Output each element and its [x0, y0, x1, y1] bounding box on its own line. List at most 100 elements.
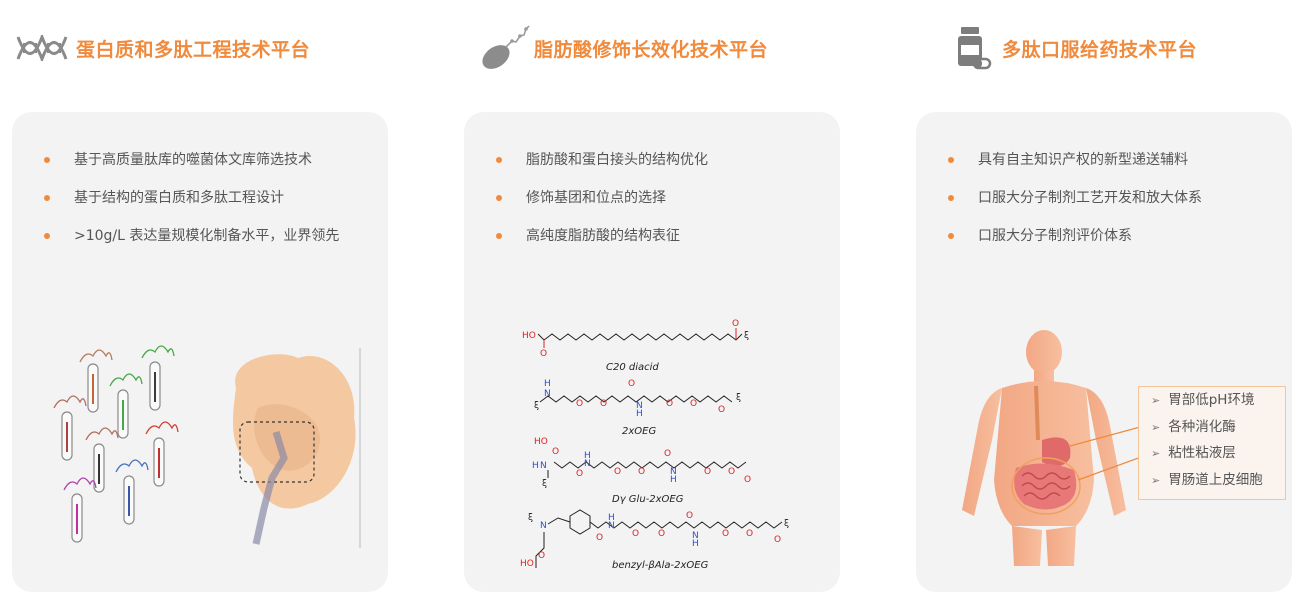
list-item: 口服大分子制剂评价体系	[948, 226, 1202, 264]
platform-2-title: 脂肪酸修饰长效化技术平台	[534, 38, 769, 61]
platform-1-card: 基于高质量肽库的噬菌体文库筛选技术 基于结构的蛋白质和多肽工程设计 >10g/L…	[12, 112, 388, 592]
svg-text:N: N	[544, 389, 551, 399]
svg-text:O: O	[552, 447, 559, 457]
svg-text:O: O	[614, 467, 621, 477]
svg-text:O: O	[718, 405, 725, 415]
svg-text:O: O	[576, 469, 583, 479]
svg-text:H: H	[532, 461, 539, 471]
svg-text:O: O	[576, 399, 583, 409]
svg-text:H: H	[584, 451, 591, 461]
pill-bottle-icon	[958, 27, 992, 70]
svg-text:H: H	[670, 475, 677, 485]
bullet-dot-icon	[948, 233, 954, 239]
svg-text:O: O	[540, 349, 547, 359]
platform-1-header: 蛋白质和多肽工程技术平台	[16, 26, 310, 70]
molecule-balloon-icon	[482, 25, 530, 69]
svg-text:H: H	[608, 513, 615, 523]
svg-text:HO: HO	[520, 559, 534, 569]
svg-text:ξ: ξ	[528, 513, 533, 523]
arrow-right-icon: ➢	[1151, 420, 1161, 434]
platform-3-header: 多肽口服给药技术平台	[952, 26, 1197, 70]
svg-text:O: O	[666, 399, 673, 409]
structure-label-2xoeg: 2xOEG	[622, 426, 656, 437]
list-item: >10g/L 表达量规模化制备水平，业界领先	[44, 226, 339, 264]
svg-text:O: O	[632, 529, 639, 539]
svg-text:O: O	[658, 529, 665, 539]
svg-text:N: N	[636, 401, 643, 411]
arrow-right-icon: ➢	[1151, 447, 1161, 460]
svg-text:H: H	[544, 379, 551, 389]
protein-surface-illustration	[232, 348, 361, 548]
svg-text:O: O	[686, 511, 693, 521]
svg-text:ξ: ξ	[542, 479, 547, 489]
svg-text:O: O	[744, 475, 751, 485]
svg-text:N: N	[540, 521, 547, 531]
bullet-dot-icon	[44, 157, 50, 163]
platform-3-card: 具有自主知识产权的新型递送辅料 口服大分子制剂工艺开发和放大体系 口服大分子制剂…	[916, 112, 1292, 592]
list-item: 口服大分子制剂工艺开发和放大体系	[948, 188, 1202, 226]
structure-label-dgglu: Dγ Glu-2xOEG	[612, 494, 684, 505]
svg-text:O: O	[704, 467, 711, 477]
svg-text:O: O	[600, 399, 607, 409]
list-item: ➢各种消化酶	[1151, 418, 1236, 435]
platform-3-bullets: 具有自主知识产权的新型递送辅料 口服大分子制剂工艺开发和放大体系 口服大分子制剂…	[948, 150, 1202, 264]
platform-1-bullets: 基于高质量肽库的噬菌体文库筛选技术 基于结构的蛋白质和多肽工程设计 >10g/L…	[44, 150, 339, 264]
platform-3-title: 多肽口服给药技术平台	[1002, 38, 1198, 61]
list-item: ➢胃部低pH环境	[1151, 392, 1255, 408]
svg-text:HO: HO	[522, 331, 536, 341]
svg-text:O: O	[746, 529, 753, 539]
svg-text:H: H	[636, 409, 643, 419]
list-item: 高纯度脂肪酸的结构表征	[496, 226, 708, 264]
platform-2-bullets: 脂肪酸和蛋白接头的结构优化 修饰基团和位点的选择 高纯度脂肪酸的结构表征	[496, 150, 708, 264]
svg-text:H: H	[692, 539, 699, 549]
list-item: 具有自主知识产权的新型递送辅料	[948, 150, 1202, 188]
arrow-right-icon: ➢	[1151, 394, 1161, 407]
list-item: ➢粘性粘液层	[1151, 445, 1236, 461]
structure-label-benzyl: benzyl-βAla-2xOEG	[612, 560, 709, 571]
structure-label-c20: C20 diacid	[606, 362, 659, 373]
bullet-dot-icon	[496, 157, 502, 163]
bullet-dot-icon	[948, 157, 954, 163]
svg-text:HO: HO	[534, 437, 548, 447]
svg-text:O: O	[722, 529, 729, 539]
svg-text:ξ: ξ	[534, 401, 539, 411]
human-body-illustration	[962, 330, 1144, 566]
svg-text:O: O	[638, 467, 645, 477]
list-item: 基于结构的蛋白质和多肽工程设计	[44, 188, 339, 226]
list-item: 基于高质量肽库的噬菌体文库筛选技术	[44, 150, 339, 188]
svg-text:ξ: ξ	[784, 519, 789, 529]
svg-text:N: N	[584, 459, 591, 469]
svg-text:O: O	[628, 379, 635, 389]
svg-text:ξ: ξ	[744, 331, 749, 341]
svg-text:ξ: ξ	[736, 393, 741, 403]
dna-icon	[16, 35, 68, 61]
svg-text:N: N	[608, 521, 615, 531]
list-item: 脂肪酸和蛋白接头的结构优化	[496, 150, 708, 188]
gi-barriers-callout: ➢胃部低pH环境 ➢各种消化酶 ➢粘性粘液层 ➢胃肠道上皮细胞	[1138, 386, 1286, 500]
phage-library-illustration	[53, 345, 179, 543]
list-item: 修饰基团和位点的选择	[496, 188, 708, 226]
bullet-dot-icon	[948, 195, 954, 201]
c20-diacid-structure: HO O O ξ C20 diacid	[522, 319, 749, 373]
bullet-dot-icon	[44, 233, 50, 239]
platform-2-card: 脂肪酸和蛋白接头的结构优化 修饰基团和位点的选择 高纯度脂肪酸的结构表征 HO …	[464, 112, 840, 592]
svg-text:O: O	[774, 535, 781, 545]
svg-text:N: N	[670, 467, 677, 477]
platform-2-header: 脂肪酸修饰长效化技术平台	[478, 25, 769, 70]
svg-text:O: O	[596, 533, 603, 543]
arrow-right-icon: ➢	[1151, 473, 1161, 487]
svg-text:O: O	[538, 551, 545, 561]
svg-text:O: O	[664, 449, 671, 459]
svg-text:O: O	[728, 467, 735, 477]
svg-text:O: O	[690, 399, 697, 409]
bullet-dot-icon	[496, 233, 502, 239]
svg-text:N: N	[692, 531, 699, 541]
bullet-dot-icon	[496, 195, 502, 201]
svg-text:N: N	[540, 461, 547, 471]
list-item: ➢胃肠道上皮细胞	[1151, 471, 1263, 488]
bullet-dot-icon	[44, 195, 50, 201]
platform-1-title: 蛋白质和多肽工程技术平台	[76, 38, 311, 61]
